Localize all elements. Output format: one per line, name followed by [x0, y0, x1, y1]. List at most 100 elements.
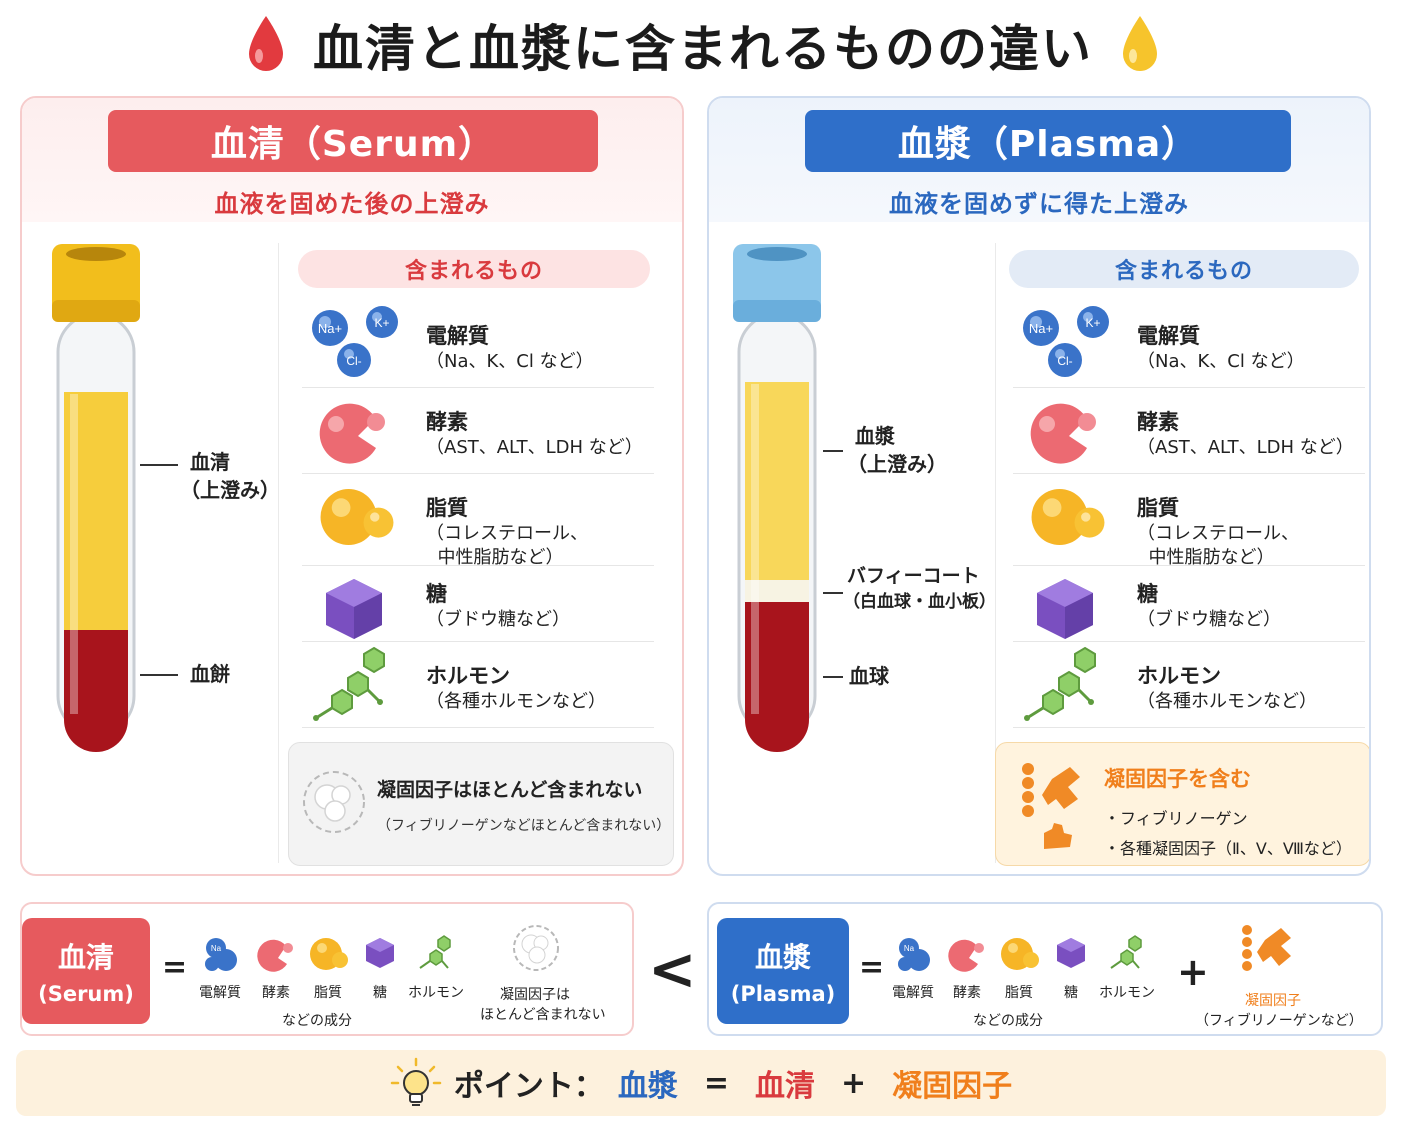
point-equals: =: [703, 1065, 729, 1101]
svg-text:K+: K+: [1085, 316, 1100, 330]
lipid-icon: [320, 488, 394, 546]
yellow-plasma-drop-icon: [1123, 16, 1157, 71]
plasma-panel: 血漿（Plasma） 血液を固めずに得た上澄み 血漿 （上澄み） バフィーコート…: [707, 96, 1371, 876]
sugar-cube-icon: [1037, 579, 1093, 639]
point-plus: +: [841, 1065, 867, 1101]
plasma-layer-sublabel: （上澄み）: [847, 452, 947, 476]
coagulation-factor-box: 凝固因子を含む ・フィブリノーゲン ・各種凝固因子（Ⅱ、Ⅴ、Ⅷなど）: [995, 742, 1369, 866]
electrolyte-icon: Na+ K+ Cl-: [1023, 306, 1109, 377]
serum-equation: 血清 (Serum) = Na 電解質 酵素 脂質 糖 ホルモン などの成分 凝…: [20, 902, 634, 1036]
lipid-icon: [310, 938, 348, 970]
less-than-sign: <: [648, 935, 697, 1003]
mini-enzyme: 酵素: [248, 932, 304, 1002]
coagulation-factor-item: ・フィブリノーゲン: [1104, 809, 1248, 828]
plasma-header: 血漿（Plasma） 血液を固めずに得た上澄み: [709, 98, 1369, 222]
serum-item-lipid: 脂質 （コレステロール、 中性脂肪など）: [302, 474, 654, 568]
lipid-icon: [1031, 488, 1105, 546]
mini-electrolyte: Na 電解質: [192, 932, 248, 1002]
hormone-molecule-icon: [1110, 935, 1142, 969]
hormone-molecule-icon: [313, 646, 385, 721]
serum-contains-label: 含まれるもの: [298, 250, 650, 288]
plasma-components-note: などの成分: [973, 1013, 1043, 1029]
plasma-layer-label: 血漿: [855, 424, 895, 448]
no-coagulation-title: 凝固因子はほとんど含まれない: [377, 779, 643, 801]
point-label: ポイント：: [453, 1069, 604, 1104]
mini-enzyme: 酵素: [939, 932, 995, 1002]
serum-coag-note-2: ほとんど含まれない: [480, 1007, 606, 1023]
point-serum: 血清: [755, 1069, 815, 1104]
svg-text:Na: Na: [904, 944, 915, 953]
svg-text:Cl-: Cl-: [1057, 354, 1072, 368]
mini-sugar: 糖: [352, 932, 408, 1002]
serum-item-electrolyte: Na+ K+ Cl- 電解質 （Na、K、Cl など）: [302, 302, 654, 388]
lipid-icon: [1001, 938, 1039, 970]
plasma-equation: 血漿 (Plasma) = Na 電解質 酵素 脂質 糖 ホルモン などの成分 …: [707, 902, 1383, 1036]
blood-cell-label-line: [823, 676, 843, 678]
plasma-coag-sublabel: （フィブリノーゲンなど）: [1195, 1013, 1363, 1029]
enzyme-icon: [319, 403, 385, 464]
mini-hormone: ホルモン: [408, 932, 464, 1002]
serum-layer-label: 血清: [190, 450, 230, 474]
svg-text:Na+: Na+: [1029, 321, 1053, 336]
serum-components-note: などの成分: [282, 1013, 352, 1029]
coagulation-factor-item: ・各種凝固因子（Ⅱ、Ⅴ、Ⅷなど）: [1104, 839, 1352, 858]
serum-panel: 血清（Serum） 血液を固めた後の上澄み 血清 （上澄み） 血餅 含まれるもの…: [20, 96, 684, 876]
plasma-item-sugar: 糖 （ブドウ糖など）: [1013, 566, 1365, 642]
plasma-test-tube-icon: [733, 244, 821, 752]
svg-text:K+: K+: [374, 316, 389, 330]
red-blood-drop-icon: [249, 16, 283, 71]
mini-hormone: ホルモン: [1099, 932, 1155, 1002]
no-coagulation-sub: （フィブリノーゲンなどほとんど含まれない）: [377, 818, 671, 834]
serum-layer-sublabel: （上澄み）: [180, 478, 280, 502]
electrolyte-icon: Na: [898, 938, 930, 971]
sugar-cube-icon: [366, 938, 394, 968]
plasma-item-enzyme: 酵素 （AST、ALT、LDH など）: [1013, 388, 1365, 474]
plasma-contains-label: 含まれるもの: [1009, 250, 1359, 288]
buffy-coat-label-line: [823, 592, 843, 594]
enzyme-icon: [948, 939, 984, 972]
buffy-coat-label: バフィーコート: [847, 565, 980, 587]
serum-subtitle: 血液を固めた後の上澄み: [214, 190, 490, 218]
hormone-molecule-icon: [419, 935, 451, 969]
serum-label-line: [140, 464, 178, 466]
plasma-equation-tag: 血漿 (Plasma): [717, 918, 849, 1024]
coagulation-factor-icon: [1022, 763, 1080, 849]
point-plasma: 血漿: [617, 1069, 678, 1104]
serum-item-hormone: ホルモン （各種ホルモンなど）: [302, 642, 654, 728]
equals-sign: =: [162, 950, 188, 985]
equals-sign: =: [859, 950, 885, 985]
serum-item-sugar: 糖 （ブドウ糖など）: [302, 566, 654, 642]
plasma-label-line: [823, 450, 843, 452]
enzyme-icon: [1030, 403, 1096, 464]
empty-coagulation-factor-icon: [303, 771, 365, 833]
serum-coag-note: 凝固因子は: [500, 987, 570, 1003]
empty-coagulation-factor-icon: [513, 925, 559, 971]
sugar-cube-icon: [1057, 938, 1085, 968]
buffy-coat-sublabel: （白血球・血小板）: [843, 592, 996, 612]
enzyme-icon: [257, 939, 293, 972]
svg-text:Na+: Na+: [318, 321, 342, 336]
lightbulb-icon: [390, 1057, 442, 1106]
plasma-item-lipid: 脂質 （コレステロール、 中性脂肪など）: [1013, 474, 1365, 568]
blood-cell-label: 血球: [849, 664, 889, 688]
plasma-banner: 血漿（Plasma）: [805, 110, 1291, 172]
mini-sugar: 糖: [1043, 932, 1099, 1002]
coagulation-factor-title: 凝固因子を含む: [1104, 767, 1251, 791]
plasma-item-hormone: ホルモン （各種ホルモンなど）: [1013, 642, 1365, 728]
point-summary-bar: ポイント： 血漿 = 血清 + 凝固因子: [16, 1050, 1386, 1116]
plasma-item-electrolyte: Na+ K+ Cl- 電解質 （Na、K、Cl など）: [1013, 302, 1365, 388]
no-coagulation-note: 凝固因子はほとんど含まれない （フィブリノーゲンなどほとんど含まれない）: [288, 742, 674, 866]
plus-sign: +: [1177, 950, 1209, 994]
plasma-coag-label: 凝固因子: [1245, 993, 1301, 1009]
coagulation-factor-icon: [1242, 925, 1291, 971]
hormone-molecule-icon: [1024, 646, 1096, 721]
serum-header: 血清（Serum） 血液を固めた後の上澄み: [22, 98, 682, 222]
sugar-cube-icon: [326, 579, 382, 639]
electrolyte-icon: Na+ K+ Cl-: [312, 306, 398, 377]
svg-text:Cl-: Cl-: [346, 354, 361, 368]
electrolyte-icon: Na: [205, 938, 237, 971]
serum-item-enzyme: 酵素 （AST、ALT、LDH など）: [302, 388, 654, 474]
page-header: 血清と血漿に含まれるものの違い: [0, 10, 1406, 80]
page-title: 血清と血漿に含まれるものの違い: [313, 20, 1093, 78]
serum-equation-tag: 血清 (Serum): [22, 918, 150, 1024]
